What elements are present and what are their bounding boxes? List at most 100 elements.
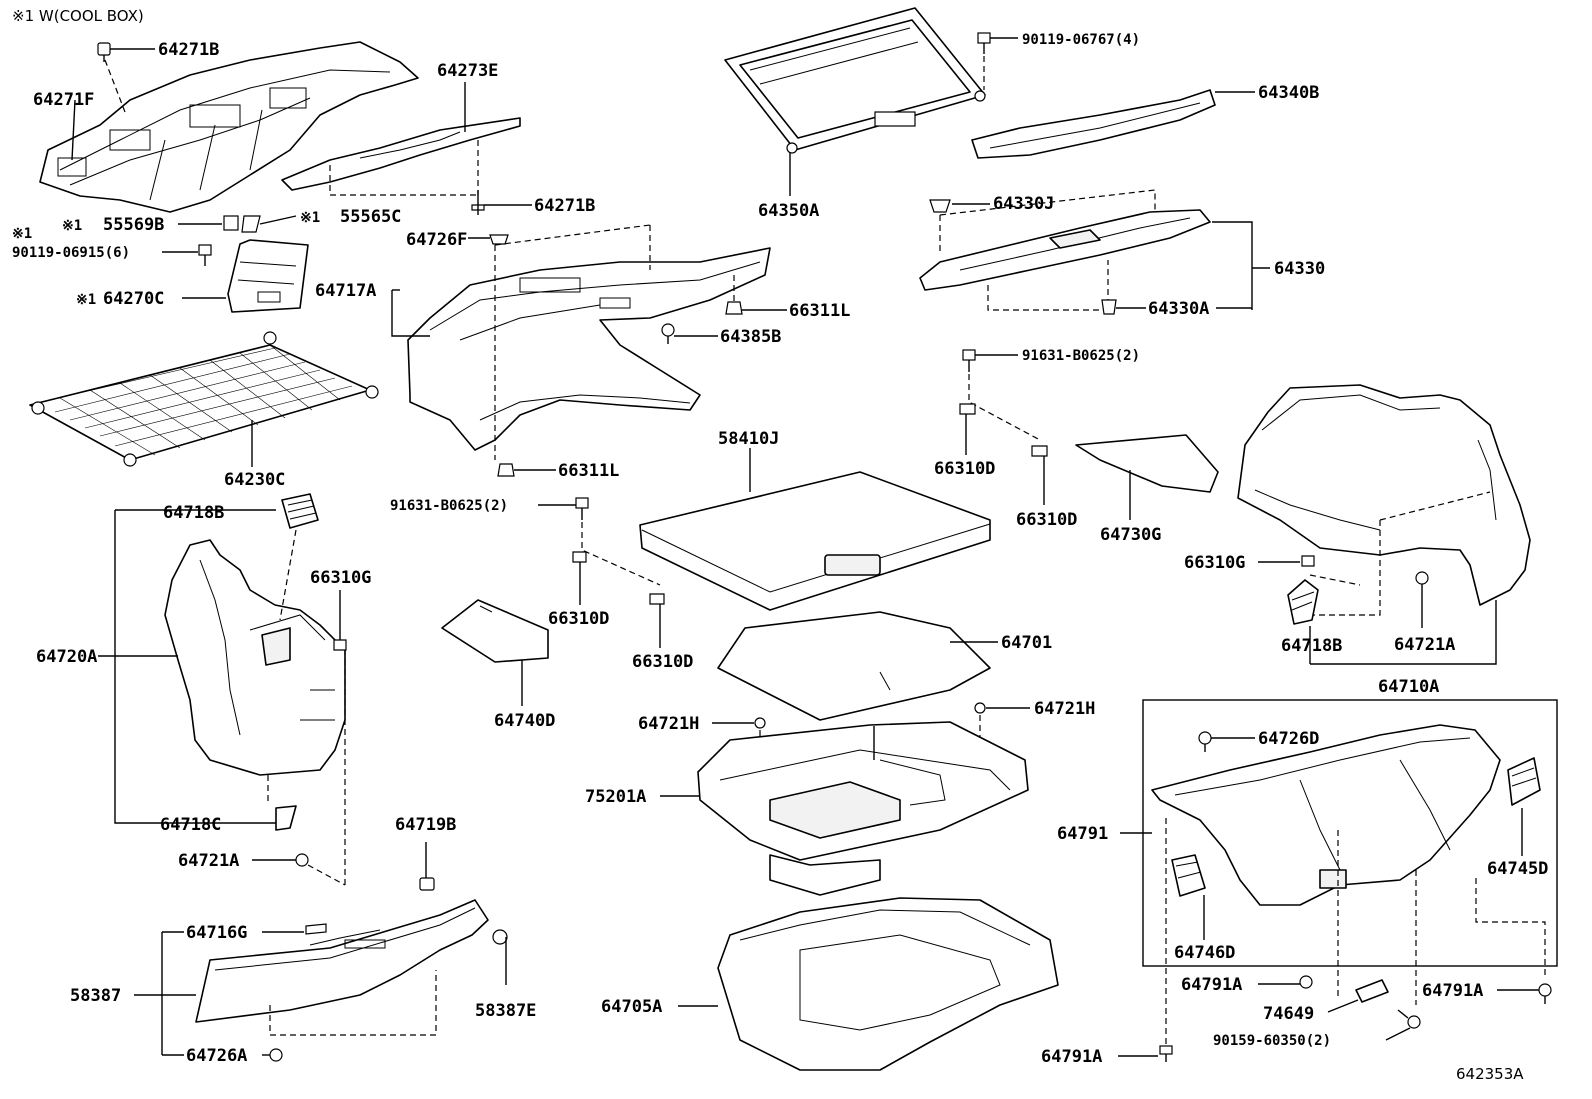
cover-64740D <box>441 599 549 663</box>
clip-64271B-top <box>97 42 111 62</box>
foam-64705A <box>717 897 1059 1071</box>
reference-code: 642353A <box>1456 1065 1524 1083</box>
cover-64730G <box>1075 434 1219 493</box>
label-64726D: 64726D <box>1258 729 1319 749</box>
label-64270C: 64270C <box>103 289 164 309</box>
clip-64721A-a <box>295 853 309 867</box>
label-64721H-a: 64721H <box>638 714 699 734</box>
label-66311L-a: 66311L <box>789 301 850 321</box>
label-64716G: 64716G <box>186 923 247 943</box>
clip-64791A-c <box>1159 1045 1173 1062</box>
tray-75201A <box>697 721 1029 896</box>
clip-64385B <box>661 323 675 344</box>
mark-90119-06915: ※1 <box>12 226 32 242</box>
mat-64701 <box>717 611 991 721</box>
grille-64718B-a <box>281 493 319 529</box>
grille-64745D <box>1507 757 1541 806</box>
label-58387: 58387 <box>70 986 121 1006</box>
label-66310D-a: 66310D <box>548 609 609 629</box>
label-64791A-a: 64791A <box>1181 975 1242 995</box>
label-64791A-c: 64791A <box>1041 1047 1102 1067</box>
screw-91631-B0625-b <box>962 349 976 372</box>
clip-64791A-a <box>1299 975 1313 989</box>
clip-64719B <box>419 877 435 891</box>
clip-64721H-a <box>754 717 766 729</box>
bolt-90119-06915 <box>198 244 212 266</box>
clip-66310D-b <box>649 593 665 605</box>
label-55569B: 55569B <box>103 215 164 235</box>
bolt-90159-60350 <box>1397 1009 1421 1029</box>
clip-66310G-a <box>333 639 347 651</box>
clip-64330J <box>929 199 951 213</box>
label-66310G-a: 66310G <box>310 568 371 588</box>
panel-64791 <box>1151 724 1501 906</box>
label-64730G: 64730G <box>1100 525 1161 545</box>
bolt-90119-06767 <box>977 32 991 54</box>
label-64719B: 64719B <box>395 815 456 835</box>
label-91631-B0625-a: 91631-B0625(2) <box>390 498 508 514</box>
tonneau-64350A <box>724 7 986 154</box>
label-90119-06767: 90119-06767(4) <box>1022 32 1140 48</box>
clip-64271B-mid <box>471 190 485 215</box>
label-64717A: 64717A <box>315 281 376 301</box>
label-66310G-b: 66310G <box>1184 553 1245 573</box>
clip-58387E <box>492 929 508 985</box>
garnish-64340B <box>971 89 1216 159</box>
label-66311L-b: 66311L <box>558 461 619 481</box>
label-64726A: 64726A <box>186 1046 247 1066</box>
label-64340B: 64340B <box>1258 83 1319 103</box>
clip-64721H-b <box>974 702 986 714</box>
clip-66311L-a <box>725 301 743 315</box>
label-64330A: 64330A <box>1148 299 1209 319</box>
label-64720A: 64720A <box>36 647 97 667</box>
clip-64726D <box>1198 731 1212 752</box>
label-74649: 74649 <box>1263 1004 1314 1024</box>
label-64230C: 64230C <box>224 470 285 490</box>
clip-66310D-a <box>572 551 587 563</box>
label-66310D-c: 66310D <box>934 459 995 479</box>
label-66310D-d: 66310D <box>1016 510 1077 530</box>
label-66310D-b: 66310D <box>632 652 693 672</box>
scuff-plate-58387 <box>195 899 489 1023</box>
label-64705A: 64705A <box>601 997 662 1017</box>
label-64271B-top: 64271B <box>158 40 219 60</box>
label-64721A-a: 64721A <box>178 851 239 871</box>
label-90159-60350: 90159-60350(2) <box>1213 1033 1331 1049</box>
part-55565C <box>241 215 261 233</box>
cool-box-note: ※1 W(COOL BOX) <box>12 7 144 25</box>
clip-66310D-d <box>1031 445 1048 457</box>
label-64718C: 64718C <box>160 815 221 835</box>
panel-64717A <box>407 247 771 451</box>
piece-64718C <box>275 805 297 831</box>
deck-board-58410J <box>639 471 991 611</box>
clip-66310D-c <box>959 403 976 415</box>
part-55569B <box>223 215 239 231</box>
cool-box-64270C <box>227 239 309 313</box>
panel-64330 <box>919 209 1211 291</box>
label-64330J: 64330J <box>993 194 1054 214</box>
label-64273E: 64273E <box>437 61 498 81</box>
strip-64273E <box>281 117 521 191</box>
mark-55565C: ※1 <box>300 210 320 226</box>
panel-64271F <box>39 41 419 213</box>
label-64350A: 64350A <box>758 201 819 221</box>
clip-66310G-b <box>1301 555 1315 567</box>
clip-64330A <box>1101 299 1117 315</box>
clip-64726A <box>269 1048 283 1062</box>
grille-64746D <box>1171 854 1206 897</box>
label-64718B-b: 64718B <box>1281 636 1342 656</box>
label-64721H-b: 64721H <box>1034 699 1095 719</box>
label-64791A-b: 64791A <box>1422 981 1483 1001</box>
clip-66311L-b <box>497 463 515 477</box>
label-64740D: 64740D <box>494 711 555 731</box>
label-64710A: 64710A <box>1378 677 1439 697</box>
label-64721A-b: 64721A <box>1394 635 1455 655</box>
label-91631-B0625-b: 91631-B0625(2) <box>1022 348 1140 364</box>
label-64385B: 64385B <box>720 327 781 347</box>
label-58410J: 58410J <box>718 429 779 449</box>
label-58387E: 58387E <box>475 1001 536 1021</box>
label-64791: 64791 <box>1057 824 1108 844</box>
label-64271B-mid: 64271B <box>534 196 595 216</box>
label-90119-06915: 90119-06915(6) <box>12 245 130 261</box>
